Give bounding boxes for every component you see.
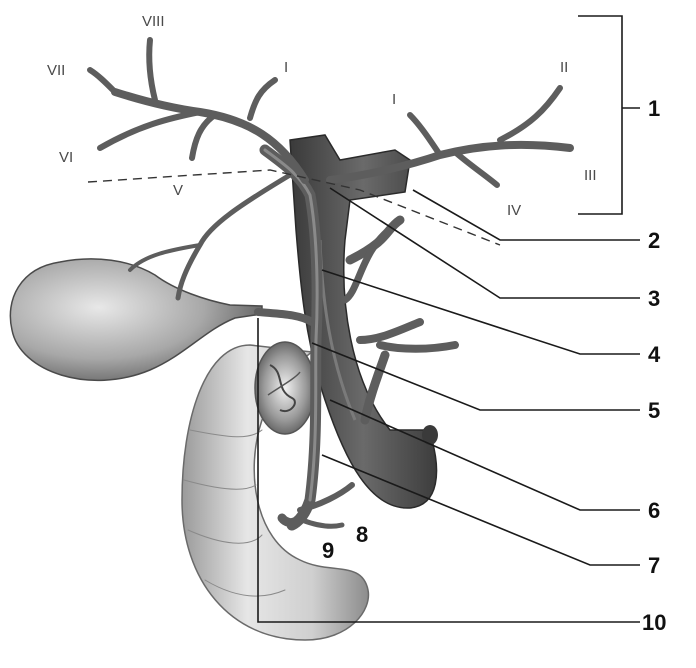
segment-vi-label: VI bbox=[59, 149, 73, 166]
callout-3: 3 bbox=[648, 286, 660, 311]
ampulla-of-vater bbox=[255, 342, 315, 434]
callout-8: 8 bbox=[356, 522, 368, 547]
callout-6: 6 bbox=[648, 498, 660, 523]
callout-5: 5 bbox=[648, 398, 660, 423]
segments-bracket bbox=[578, 16, 640, 214]
segment-iv-label: IV bbox=[507, 202, 521, 219]
cystic-duct bbox=[258, 312, 312, 322]
callout-2: 2 bbox=[648, 228, 660, 253]
callout-10: 10 bbox=[642, 610, 666, 635]
callout-7: 7 bbox=[648, 553, 660, 578]
callout-9: 9 bbox=[322, 538, 334, 563]
segment-i-left-label: I bbox=[284, 59, 288, 76]
segment-vii-label: VII bbox=[47, 62, 65, 79]
cystic-artery bbox=[178, 175, 290, 298]
segment-iii-label: III bbox=[584, 167, 597, 184]
segment-ii-label: II bbox=[560, 59, 568, 76]
segment-i-right-label: I bbox=[392, 91, 396, 108]
segment-v-label: V bbox=[173, 182, 183, 199]
segment-viii-label: VIII bbox=[142, 13, 165, 30]
callout-1: 1 bbox=[648, 96, 660, 121]
callout-4: 4 bbox=[648, 342, 661, 367]
